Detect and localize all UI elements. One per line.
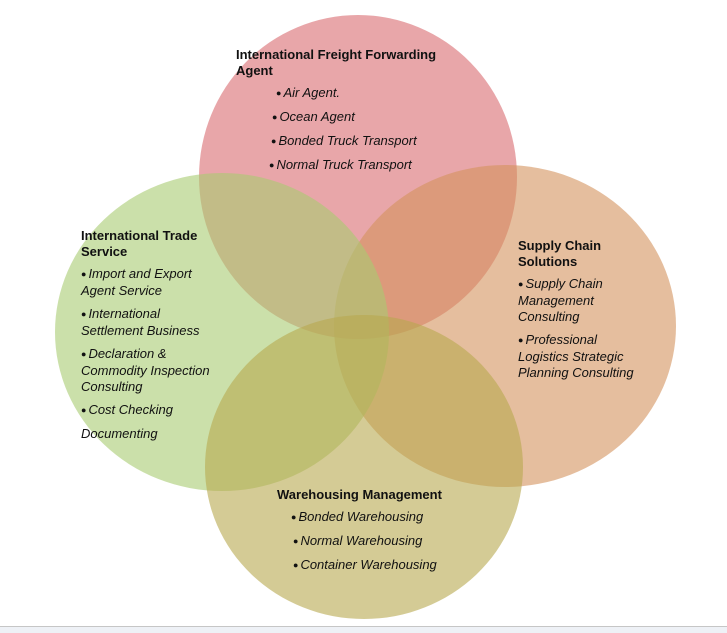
freight-item-ocean: Ocean Agent [279, 109, 355, 124]
trade-list: ●Import and Export Agent Service ●Intern… [81, 266, 221, 419]
list-item: ●Normal Warehousing [293, 533, 477, 550]
freight-item-bonded-truck: Bonded Truck Transport [278, 133, 417, 148]
trade-item-import-export: Import and Export Agent Service [81, 266, 192, 298]
list-item: ●Ocean Agent [272, 109, 466, 126]
freight-title: International Freight Forwarding Agent [236, 47, 437, 78]
bottom-divider [0, 626, 727, 627]
supply-list: ●Supply Chain Management Consulting ●Pro… [518, 276, 668, 381]
freight-text-block: International Freight Forwarding Agent ●… [236, 47, 466, 181]
supply-item-management: Supply Chain Management Consulting [518, 276, 603, 324]
bullet-icon: ● [272, 112, 278, 122]
trade-item-cost-checking: Cost Checking [88, 402, 173, 417]
bullet-icon: ● [271, 136, 277, 146]
trade-item-documenting: Documenting [81, 426, 158, 441]
list-item: ●Bonded Warehousing [291, 509, 477, 526]
bullet-icon: ● [269, 160, 275, 170]
trade-item-declaration: Declaration & Commodity Inspection Consu… [81, 346, 210, 394]
list-item: ●Supply Chain Management Consulting [518, 276, 633, 325]
bullet-icon: ● [81, 349, 87, 359]
freight-item-air: Air Agent. [283, 85, 341, 100]
warehouse-text-block: Warehousing Management ●Bonded Warehousi… [277, 487, 477, 581]
list-item: ●Professional Logistics Strategic Planni… [518, 332, 648, 381]
warehouse-list: ●Bonded Warehousing ●Normal Warehousing … [277, 509, 477, 574]
freight-list: ●Air Agent. ●Ocean Agent ●Bonded Truck T… [236, 85, 466, 174]
list-item: ●Import and Export Agent Service [81, 266, 221, 299]
bullet-icon: ● [81, 309, 87, 319]
supply-title: Supply Chain Solutions [518, 238, 602, 269]
supply-text-block: Supply Chain Solutions ●Supply Chain Man… [518, 238, 668, 388]
warehousing-circle [205, 315, 523, 619]
bullet-icon: ● [81, 269, 87, 279]
list-item: ●Cost Checking [81, 402, 221, 419]
warehouse-item-normal: Normal Warehousing [300, 533, 423, 548]
bullet-icon: ● [291, 512, 297, 522]
bullet-icon: ● [81, 405, 87, 415]
warehouse-item-container: Container Warehousing [300, 557, 437, 572]
bullet-icon: ● [276, 88, 282, 98]
bullet-icon: ● [293, 560, 299, 570]
warehouse-title: Warehousing Management [277, 487, 442, 502]
bottom-strip [0, 627, 727, 633]
supply-item-strategic: Professional Logistics Strategic Plannin… [518, 332, 634, 380]
trade-item-settlement: International Settlement Business [81, 306, 200, 338]
list-item: ●Declaration & Commodity Inspection Cons… [81, 346, 221, 395]
list-item: ●Normal Truck Transport [269, 157, 466, 174]
list-item: ●Bonded Truck Transport [271, 133, 466, 150]
list-item: ●Air Agent. [276, 85, 466, 102]
bullet-icon: ● [518, 335, 524, 345]
freight-item-normal-truck: Normal Truck Transport [276, 157, 412, 172]
trade-text-block: International Trade Service ●Import and … [81, 228, 221, 442]
list-item: ●International Settlement Business [81, 306, 221, 339]
trade-title: International Trade Service [81, 228, 198, 259]
bullet-icon: ● [518, 279, 524, 289]
list-item: ●Container Warehousing [293, 557, 477, 574]
warehouse-item-bonded: Bonded Warehousing [298, 509, 424, 524]
bullet-icon: ● [293, 536, 299, 546]
